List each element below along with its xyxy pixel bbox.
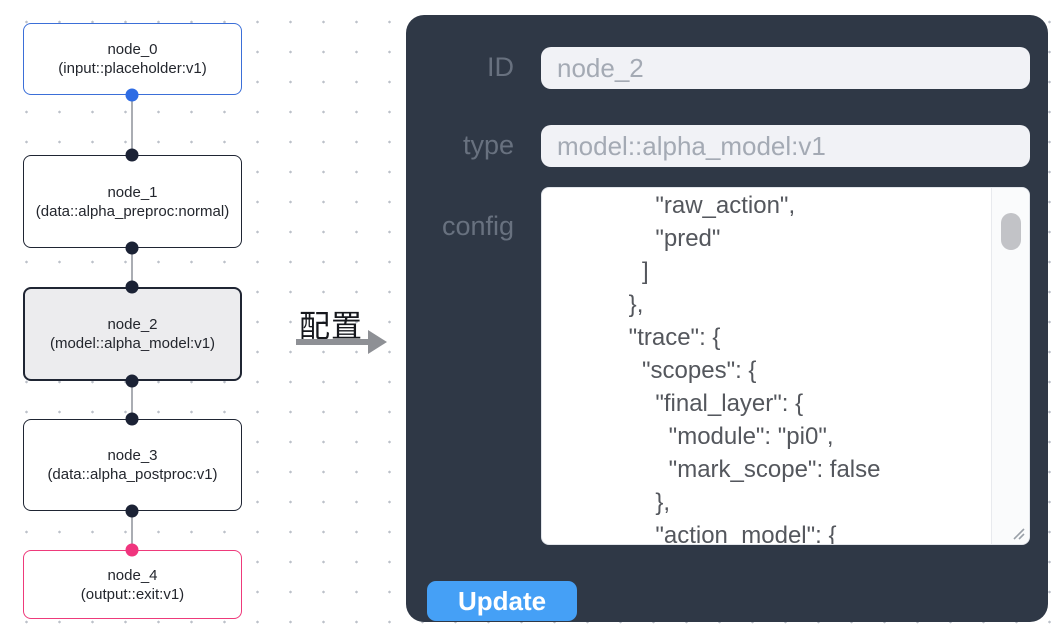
- id-field-label: ID: [487, 52, 514, 82]
- edge-node3-node4: [131, 511, 133, 551]
- node-1[interactable]: node_1 (data::alpha_preproc:normal): [23, 155, 242, 248]
- config-panel: ID type config "raw_action", "pred" ] },…: [406, 15, 1048, 622]
- resize-grip-icon[interactable]: [1010, 525, 1026, 541]
- configure-label: 配置: [299, 309, 363, 344]
- port-node1-in[interactable]: [125, 148, 139, 162]
- config-scrollbar-thumb[interactable]: [1001, 213, 1021, 250]
- port-node3-out[interactable]: [125, 504, 139, 518]
- id-input[interactable]: [541, 47, 1030, 89]
- port-node2-out[interactable]: [125, 374, 139, 388]
- node-3-subtitle: (data::alpha_postproc:v1): [47, 466, 218, 483]
- node-0[interactable]: node_0 (input::placeholder:v1): [23, 23, 242, 95]
- node-4-subtitle: (output::exit:v1): [80, 585, 185, 603]
- port-node3-in[interactable]: [125, 412, 139, 426]
- node-2[interactable]: node_2 (model::alpha_model:v1): [23, 287, 242, 381]
- config-json-text: "raw_action", "pred" ] }, "trace": { "sc…: [628, 192, 881, 544]
- port-node2-in[interactable]: [125, 280, 139, 294]
- port-node4-in[interactable]: [125, 543, 139, 557]
- node-2-title: node_2: [107, 316, 158, 333]
- config-textarea[interactable]: "raw_action", "pred" ] }, "trace": { "sc…: [541, 187, 1030, 545]
- edge-node2-node3: [131, 378, 133, 420]
- node-4[interactable]: node_4 (output::exit:v1): [23, 550, 242, 619]
- config-field-label: config: [441, 211, 514, 241]
- node-0-title: node_0: [107, 41, 158, 58]
- type-field-label: type: [462, 130, 514, 160]
- node-3-title: node_3: [107, 447, 158, 464]
- configure-arrow-head-icon: [368, 330, 387, 354]
- config-scrollbar-track[interactable]: [991, 188, 1029, 544]
- node-3[interactable]: node_3 (data::alpha_postproc:v1): [23, 419, 242, 511]
- node-2-subtitle: (model::alpha_model:v1): [49, 335, 216, 352]
- node-4-title: node_4: [107, 566, 158, 584]
- node-1-title: node_1: [107, 183, 158, 201]
- port-node1-out[interactable]: [125, 241, 139, 255]
- port-node0-out[interactable]: [125, 88, 139, 102]
- update-button[interactable]: Update: [427, 581, 577, 621]
- node-1-subtitle: (data::alpha_preproc:normal): [35, 202, 230, 220]
- edge-node1-node2: [131, 248, 133, 288]
- node-0-subtitle: (input::placeholder:v1): [58, 60, 207, 77]
- type-input[interactable]: [541, 125, 1030, 167]
- configure-arrow-shaft: [296, 339, 370, 345]
- edge-node0-node1: [131, 95, 133, 155]
